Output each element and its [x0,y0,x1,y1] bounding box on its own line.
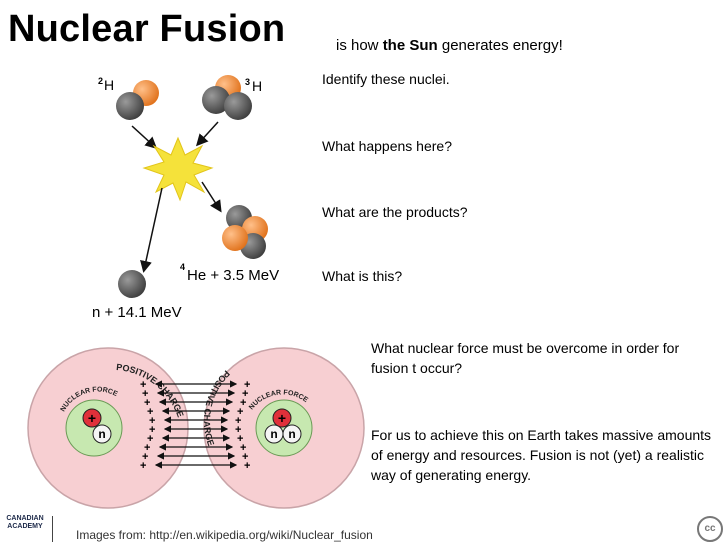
arrow-out-helium [201,181,222,213]
fusion-reaction-diagram: 2 H 3 H 4 He + 3.5 MeV n + 14.1 MeV [92,75,279,321]
left-plus-sign: + [140,460,146,472]
question-products: What are the products? [322,204,468,220]
creative-commons-icon: cc [697,516,723,542]
subtitle-bold: the Sun [382,37,438,54]
fusion-burst [142,136,214,202]
neutron-particle [118,270,146,298]
arrow-out-neutron [140,187,163,273]
h3-mass-number: 3 [245,77,250,87]
left-proton-sign: + [88,410,96,426]
left-plus-sign: + [149,415,155,427]
right-charge-signs: ++++++++++ [235,379,250,472]
image-credit: Images from: http://en.wikipedia.org/wik… [76,528,373,542]
left-neutron [92,424,112,444]
question-happens: What happens here? [322,138,452,154]
right-proton [272,408,292,428]
school-logo: CANADIAN ACADEMY [2,515,48,531]
subtitle: is how the Sun generates energy! [336,37,563,54]
left-plus-sign: + [144,397,150,409]
right-plus-sign: + [240,442,246,454]
subtitle-pre: is how [336,37,383,54]
right-plus-sign: + [235,415,241,427]
right-plus-sign: + [237,406,243,418]
nuclear-force-diagram: NUCLEAR FORCE NUCLEAR FORCE POSITIVE CHA… [27,347,365,509]
deuterium-nucleus [116,80,159,120]
left-plus-sign: + [140,379,146,391]
left-proton [82,408,102,428]
helium-nucleus [222,205,268,259]
he-label: He + 3.5 MeV [187,267,279,284]
arrow-in-left [131,125,158,150]
logo-line-1: CANADIAN [6,515,44,522]
left-plus-sign: + [142,451,148,463]
question-identify: Identify these nuclei. [322,71,450,87]
right-plus-sign: + [235,424,241,436]
question-nuclear-force: What nuclear force must be overcome in o… [371,340,680,376]
page-title: Nuclear Fusion [8,8,286,50]
right-neutron-2 [282,424,302,444]
right-plus-sign: + [237,433,243,445]
left-neutron-sign: n [98,427,105,441]
repulsion-arrows [154,380,238,469]
right-plus-sign: + [244,379,250,391]
arrow-in-right [195,121,219,147]
note-fusion-earth: For us to achieve this on Earth takes ma… [371,427,712,483]
h2-label: H [104,77,114,93]
h3-label: H [252,78,262,94]
right-plus-sign: + [242,388,248,400]
subtitle-post: generates energy! [437,37,563,54]
left-plus-sign: + [149,424,155,436]
right-core [255,399,313,457]
left-core [65,399,123,457]
right-proton-sign: + [278,410,286,426]
footer-divider [52,516,53,542]
h2-mass-number: 2 [98,76,103,86]
neutron-label: n + 14.1 MeV [92,304,182,321]
left-plus-sign: + [147,406,153,418]
left-plus-sign: + [144,442,150,454]
right-plus-sign: + [242,451,248,463]
left-charge-signs: ++++++++++ [140,379,155,472]
left-plus-sign: + [142,388,148,400]
logo-line-2: ACADEMY [7,523,43,530]
tritium-nucleus [202,75,252,120]
right-plus-sign: + [240,397,246,409]
left-plus-sign: + [147,433,153,445]
right-neutron-2-sign: n [288,427,295,441]
he-mass-number: 4 [180,262,185,272]
right-neutron-1-sign: n [270,427,277,441]
right-plus-sign: + [244,460,250,472]
question-what-is-this: What is this? [322,268,403,284]
